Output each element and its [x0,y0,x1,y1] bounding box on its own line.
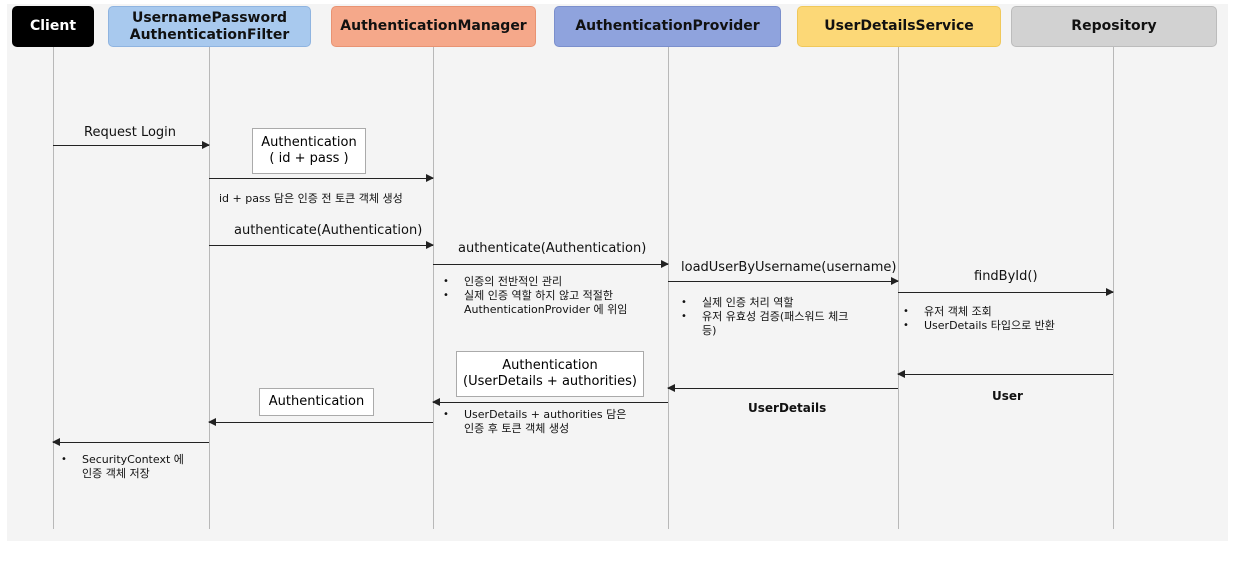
participant-repository-label: Repository [1071,18,1157,34]
auth-result-box: Authentication (UserDetails + authoritie… [456,351,644,397]
note-client-item-continued: 인증 객체 저장 [82,467,150,480]
participant-filter-label-2: AuthenticationFilter [129,26,290,43]
note-manager-item: 실제 인증 역할 하지 않고 적절한 [443,289,627,303]
arrow-load-user [668,277,899,285]
auth-token-box: Authentication ( id + pass ) [252,128,366,174]
msg-authenticate-2: authenticate(Authentication) [458,241,647,256]
arrow-auth-token [209,174,434,182]
arrow-return-client [52,438,209,446]
note-uds: 유저 객체 조회 UserDetails 타입으로 반환 [903,305,1055,333]
participant-client-label: Client [29,18,77,34]
arrow-return-auth-manager [208,418,433,426]
note-result-item-continued: 인증 후 토큰 객체 생성 [464,422,570,435]
note-provider-item: 실제 인증 처리 역할 [681,296,848,310]
participant-userdetailsservice-label: UserDetailsService [824,18,974,34]
msg-request-login: Request Login [84,125,177,140]
participant-manager-label: AuthenticationManager [340,18,527,34]
note-provider: 실제 인증 처리 역할 유저 유효성 검증(패스워드 체크 등) [681,296,848,338]
msg-authenticate-1: authenticate(Authentication) [234,223,423,238]
auth-token-box-line1: Authentication [261,135,357,150]
auth-result-box-line1: Authentication [502,358,598,373]
note-provider-item-continued: 등) [702,324,717,337]
participant-client: Client [12,6,94,47]
arrow-find-by-id [898,288,1114,296]
participant-manager: AuthenticationManager [331,6,536,47]
auth-token-box-line2: ( id + pass ) [269,151,349,166]
lifeline-client [53,47,54,529]
note-uds-item: UserDetails 타입으로 반환 [903,319,1055,333]
arrow-return-user [897,370,1113,378]
participant-provider: AuthenticationProvider [554,6,781,47]
auth-return-box: Authentication [259,388,374,416]
arrow-return-userdetails [667,384,898,392]
lifeline-manager [433,47,434,529]
note-manager-item-continued: AuthenticationProvider 에 위임 [464,303,628,316]
msg-load-user: loadUserByUsername(username) [681,260,897,275]
note-client: SecurityContext 에 인증 객체 저장 [61,453,184,481]
note-manager-item: 인증의 전반적인 관리 [443,275,627,289]
arrow-authenticate-1 [209,241,434,249]
arrow-request-login [53,141,210,149]
auth-result-box-line2: (UserDetails + authorities) [463,374,637,389]
msg-find-by-id: findById() [974,269,1038,284]
sequence-diagram [7,4,1228,541]
note-result: UserDetails + authorities 담은 인증 후 토큰 객체 … [443,408,626,436]
msg-return-user: User [992,389,1023,403]
participant-repository: Repository [1011,6,1217,47]
participant-filter-label-1: UsernamePassword [131,9,288,26]
note-result-item: UserDetails + authorities 담은 [443,408,626,422]
note-provider-item: 유저 유효성 검증(패스워드 체크 [681,310,848,324]
arrow-return-auth-provider [432,398,668,406]
note-uds-item: 유저 객체 조회 [903,305,1055,319]
msg-token-created: id + pass 담은 인증 전 토큰 객체 생성 [219,192,403,205]
participant-provider-label: AuthenticationProvider [575,18,760,34]
auth-return-box-label: Authentication [268,394,365,409]
arrow-authenticate-2 [433,260,669,268]
note-manager: 인증의 전반적인 관리 실제 인증 역할 하지 않고 적절한 Authentic… [443,275,627,317]
participant-userdetailsservice: UserDetailsService [797,6,1001,47]
lifeline-filter [209,47,210,529]
msg-return-userdetails: UserDetails [748,401,827,415]
lifeline-userdetailsservice [898,47,899,529]
note-client-item: SecurityContext 에 [61,453,184,467]
lifeline-provider [668,47,669,529]
